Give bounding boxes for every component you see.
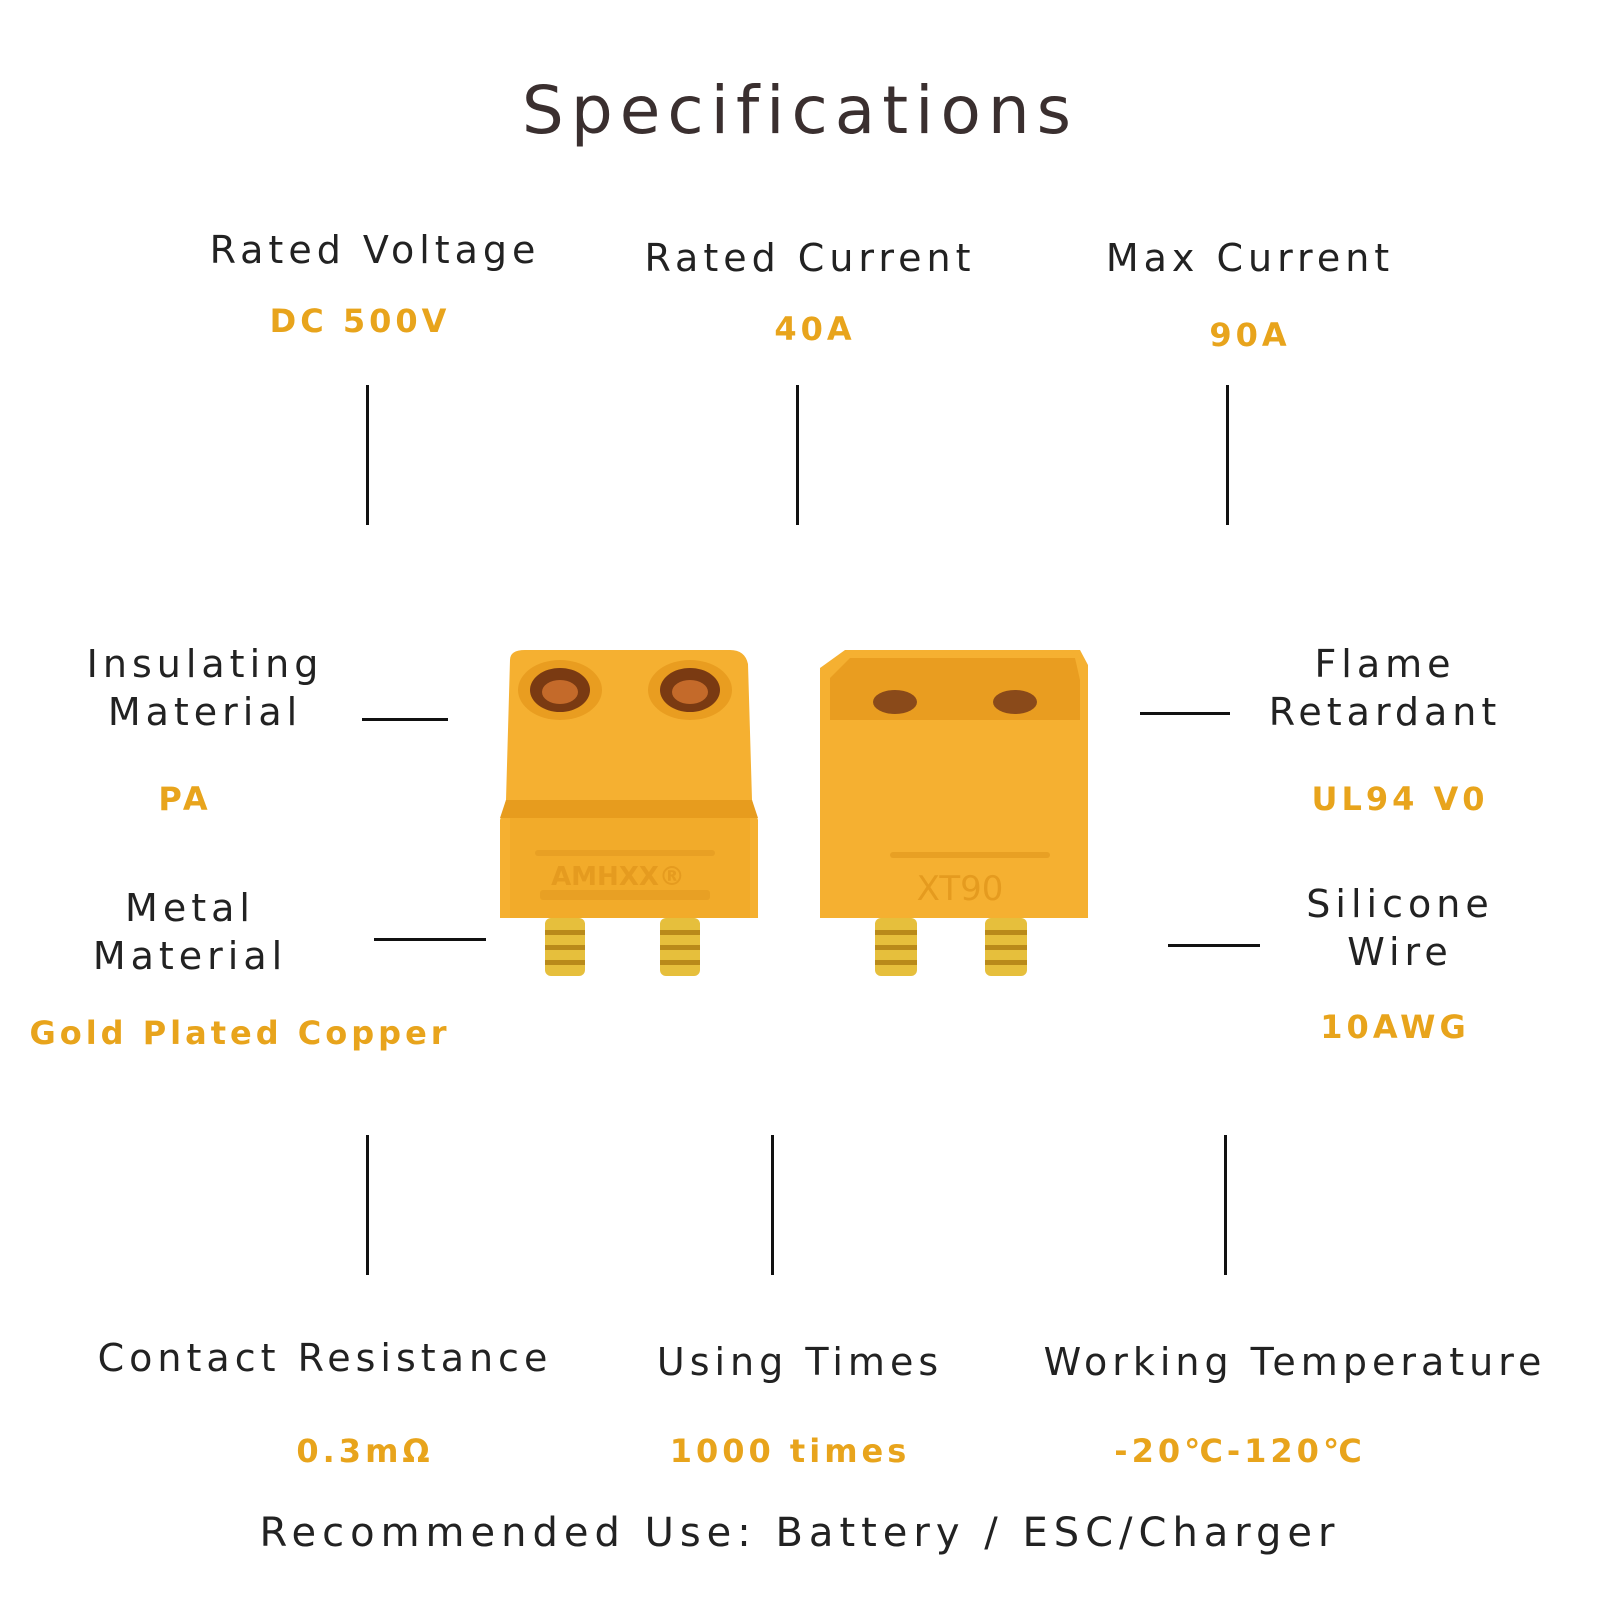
female-gold-pins [545, 918, 700, 976]
xt90-connectors-image: AMHXX® XT90 [500, 650, 1088, 976]
male-model-mark: XT90 [917, 869, 1004, 909]
rated-current-label: Rated Current [644, 236, 976, 280]
male-gold-pins [875, 918, 1027, 976]
female-brand-mark: AMHXX® [551, 862, 685, 892]
max-current-label: Max Current [1105, 236, 1395, 280]
rated-voltage-label: Rated Voltage [209, 228, 541, 272]
working-temperature-label: Working Temperature [1043, 1340, 1547, 1384]
insulating-material-label-line2: Material [107, 690, 303, 734]
silicone-wire-label: Silicone Wire [1270, 880, 1530, 976]
metal-material-value: Gold Plated Copper [29, 1014, 451, 1052]
insulating-material-label-line1: Insulating [86, 642, 324, 686]
silicone-wire-label-line1: Silicone [1306, 882, 1494, 926]
flame-retardant-line [1140, 712, 1230, 715]
rated-voltage-value: DC 500V [269, 302, 451, 340]
recommended-use: Recommended Use: Battery / ESC/Charger [259, 1510, 1341, 1556]
silicone-wire-line [1168, 944, 1260, 947]
flame-retardant-label-line2: Retardant [1268, 690, 1502, 734]
working-temperature-value: -20℃-120℃ [1114, 1432, 1366, 1470]
rated-current-value: 40A [774, 310, 856, 348]
female-connector: AMHXX® [500, 650, 758, 976]
flame-retardant-value: UL94 V0 [1311, 780, 1489, 818]
metal-material-line [374, 938, 486, 941]
flame-retardant-label: Flame Retardant [1240, 640, 1530, 736]
working-temperature-line [1224, 1135, 1227, 1275]
max-current-value: 90A [1209, 316, 1291, 354]
metal-material-label: Metal Material [60, 884, 320, 980]
page-title: Specifications [521, 72, 1079, 149]
male-connector: XT90 [820, 650, 1088, 976]
insulating-material-label: Insulating Material [60, 640, 350, 736]
max-current-line [1226, 385, 1229, 525]
silicone-wire-label-line2: Wire [1347, 930, 1453, 974]
insulating-material-line [362, 718, 448, 721]
flame-retardant-label-line1: Flame [1314, 642, 1456, 686]
rated-current-line [796, 385, 799, 525]
contact-resistance-value: 0.3mΩ [296, 1432, 434, 1470]
metal-material-label-line2: Material [92, 934, 288, 978]
metal-material-label-line1: Metal [125, 886, 255, 930]
using-times-line [771, 1135, 774, 1275]
contact-resistance-label: Contact Resistance [97, 1336, 553, 1380]
contact-resistance-line [366, 1135, 369, 1275]
rated-voltage-line [366, 385, 369, 525]
insulating-material-value: PA [158, 780, 212, 818]
silicone-wire-value: 10AWG [1320, 1008, 1470, 1046]
using-times-label: Using Times [656, 1340, 944, 1384]
using-times-value: 1000 times [669, 1432, 911, 1470]
